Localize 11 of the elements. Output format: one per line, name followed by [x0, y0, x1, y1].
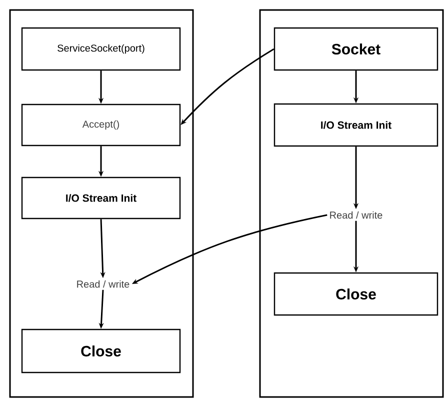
process-box: Socket: [274, 27, 438, 71]
process-box: Close: [21, 328, 181, 374]
panel-frame: [9, 9, 194, 398]
process-box: I/O Stream Init: [21, 176, 181, 220]
process-box: ServiceSocket(port): [21, 27, 181, 71]
step-label: Read / write: [330, 211, 382, 219]
step-label: Read / write: [77, 280, 130, 288]
process-box: Accept(): [21, 104, 181, 146]
process-box: I/O Stream Init: [274, 103, 438, 147]
process-box: Close: [274, 272, 438, 316]
panel-frame: [259, 9, 444, 398]
